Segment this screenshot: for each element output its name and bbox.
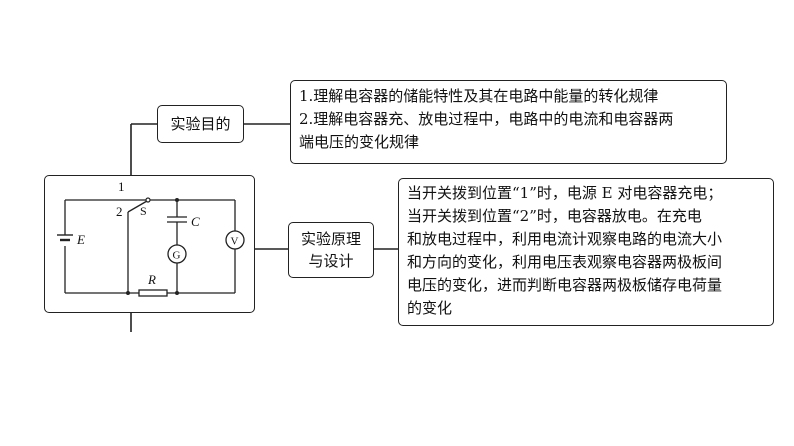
principle-label-line-1: 实验原理 (300, 230, 361, 248)
capacitor-label: C (191, 214, 200, 229)
principle-line-3: 和放电过程中，利用电流计观察电路的电流大小 (407, 230, 723, 248)
principle-content-box: 当开关拨到位置“1”时，电源 E 对电容器充电； 当开关拨到位置“2”时，电容器… (398, 178, 774, 326)
galvanometer-label: G (173, 250, 181, 262)
galvanometer-icon (167, 244, 188, 265)
resistor-icon (138, 289, 169, 298)
voltmeter-icon (225, 230, 246, 251)
principle-line-2: 当开关拨到位置“2”时，电容器放电。在充电 (407, 207, 702, 225)
principle-line-1: 当开关拨到位置“1”时，电源 E 对电容器充电； (407, 184, 723, 202)
purpose-label: 实验目的 (170, 115, 231, 133)
principle-line-5: 电压的变化，进而判断电容器两极板储存电荷量 (407, 276, 723, 294)
switch-label: S (140, 204, 147, 218)
purpose-line-1: 1.理解电容器的储能特性及其在电路中能量的转化规律 (299, 87, 659, 105)
purpose-label-box: 实验目的 (157, 105, 244, 143)
voltmeter-label: V (231, 236, 239, 248)
principle-line-4: 和方向的变化，利用电压表观察电容器两极板间 (407, 253, 723, 271)
switch-pos1-label: 1 (118, 179, 125, 194)
purpose-line-3: 端电压的变化规律 (299, 133, 420, 151)
switch-pos2-label: 2 (116, 204, 123, 219)
circuit-box: E 1 2 S C G V R (44, 175, 255, 313)
purpose-line-2: 2.理解电容器充、放电过程中，电路中的电流和电容器两 (299, 110, 674, 128)
principle-line-6: 的变化 (407, 299, 453, 317)
battery-label: E (76, 232, 85, 247)
purpose-content-box: 1.理解电容器的储能特性及其在电路中能量的转化规律 2.理解电容器充、放电过程中… (290, 80, 727, 164)
resistor-label: R (147, 272, 156, 287)
principle-label-box: 实验原理 与设计 (288, 222, 374, 278)
circuit-diagram: E 1 2 S C G V R (57, 179, 246, 298)
principle-label-line-2: 与设计 (308, 252, 354, 270)
